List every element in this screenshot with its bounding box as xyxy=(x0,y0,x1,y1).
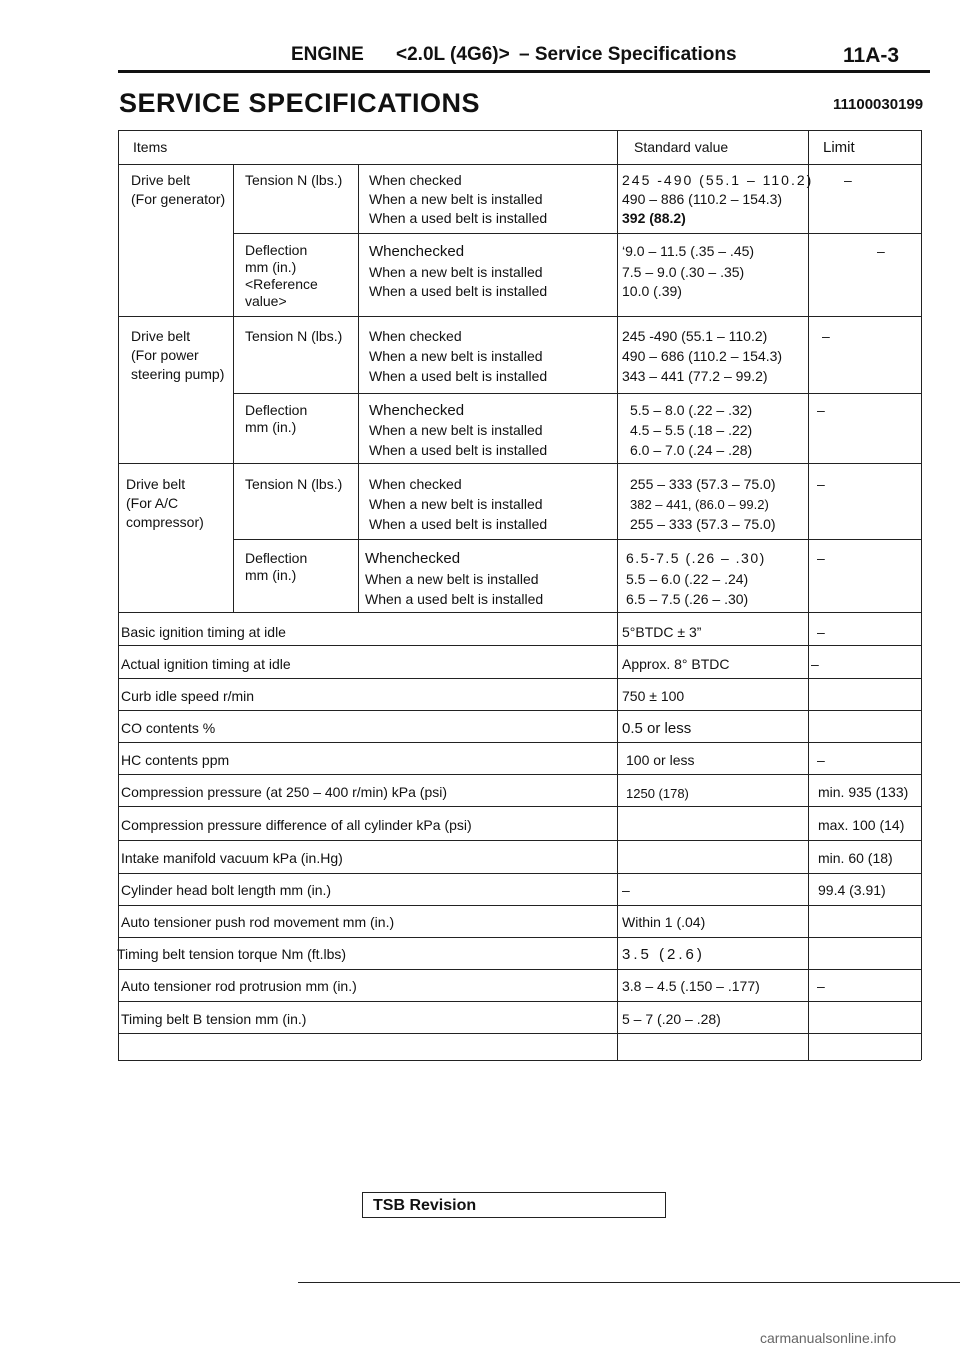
param-tension: Tension N (lbs.) xyxy=(245,476,343,492)
header-rule xyxy=(118,70,930,73)
condition: When a used belt is installed xyxy=(369,283,548,299)
spec-item: Intake manifold vacuum kPa (in.Hg) xyxy=(121,850,343,866)
param-tension: Tension N (lbs.) xyxy=(245,172,343,188)
standard-value: 343 – 441 (77.2 – 99.2) xyxy=(622,368,768,384)
spec-item: Auto tensioner push rod movement mm (in.… xyxy=(121,914,395,930)
spec-standard: 1250 (178) xyxy=(626,786,689,801)
spec-standard: 5°BTDC ± 3” xyxy=(622,624,702,640)
standard-value: 6.5 – 7.5 (.26 – .30) xyxy=(626,591,749,607)
spec-item: Compression pressure difference of all c… xyxy=(121,817,472,833)
standard-value: 490 – 686 (110.2 – 154.3) xyxy=(622,348,783,364)
belt-name-power-steering: Drive belt (For power steering pump) xyxy=(131,328,225,382)
standard-value: 6.0 – 7.0 (.24 – .28) xyxy=(630,442,753,458)
condition: When a new belt is installed xyxy=(369,191,543,207)
spec-limit: min. 60 (18) xyxy=(818,850,893,866)
col-header-standard: Standard value xyxy=(634,139,729,155)
standard-value: 10.0 (.39) xyxy=(622,283,682,299)
standard-value: 392 (88.2) xyxy=(622,210,686,226)
spec-limit: – xyxy=(817,978,825,994)
spec-item: CO contents % xyxy=(121,720,216,736)
spec-item: Compression pressure (at 250 – 400 r/min… xyxy=(121,784,448,800)
spec-limit: – xyxy=(817,752,825,768)
condition: When checked xyxy=(369,476,462,492)
condition: When a used belt is installed xyxy=(369,368,548,384)
header-model: <2.0L (4G6)> xyxy=(396,44,510,65)
col-header-limit: Limit xyxy=(823,139,855,156)
limit-value: – xyxy=(844,172,852,188)
spec-item: Curb idle speed r/min xyxy=(121,688,255,704)
spec-item: Basic ignition timing at idle xyxy=(121,624,286,640)
belt-name-generator: Drive belt (For generator) xyxy=(131,172,226,207)
limit-value: – xyxy=(817,476,825,492)
standard-value: 490 – 886 (110.2 – 154.3) xyxy=(622,191,783,207)
standard-value: 255 – 333 (57.3 – 75.0) xyxy=(630,516,776,532)
header-engine: ENGINE xyxy=(291,44,364,65)
limit-value: – xyxy=(817,550,825,566)
standard-value: 245 -490 (55.1 – 110.2) xyxy=(622,328,768,344)
condition: When a new belt is installed xyxy=(369,348,543,364)
standard-value: 5.5 – 8.0 (.22 – .32) xyxy=(630,402,753,418)
spec-standard: Approx. 8° BTDC xyxy=(622,656,730,672)
col-header-items: Items xyxy=(133,139,168,155)
limit-value: – xyxy=(817,402,825,418)
spec-standard: 5 – 7 (.20 – .28) xyxy=(622,1011,721,1027)
watermark: carmanualsonline.info xyxy=(760,1330,897,1346)
spec-standard: 3.5 (2.6) xyxy=(622,946,705,963)
condition: When a used belt is installed xyxy=(365,591,544,607)
condition: When a new belt is installed xyxy=(365,571,539,587)
standard-value: 382 – 441, (86.0 – 99.2) xyxy=(630,497,769,512)
condition: When a new belt is installed xyxy=(369,422,543,438)
spec-standard: 100 or less xyxy=(626,752,695,768)
document-code: 11100030199 xyxy=(833,96,924,113)
standard-value: 255 – 333 (57.3 – 75.0) xyxy=(630,476,776,492)
spec-limit: min. 935 (133) xyxy=(818,784,909,800)
spec-limit: – xyxy=(817,624,825,640)
belt-name-ac-compressor: Drive belt (For A/C compressor) xyxy=(126,476,204,530)
page-number: 11A-3 xyxy=(843,44,900,67)
spec-standard: – xyxy=(622,882,630,898)
param-tension: Tension N (lbs.) xyxy=(245,328,343,344)
condition: When a used belt is installed xyxy=(369,516,548,532)
spec-item: Cylinder head bolt length mm (in.) xyxy=(121,882,332,898)
spec-standard: 3.8 – 4.5 (.150 – .177) xyxy=(622,978,760,994)
standard-value: ‘9.0 – 11.5 (.35 – .45) xyxy=(622,243,755,259)
condition: Whenchecked xyxy=(369,402,465,419)
limit-value: – xyxy=(822,328,830,344)
standard-value: 245 -490 (55.1 – 110.2) xyxy=(622,172,814,188)
spec-standard: Within 1 (.04) xyxy=(622,914,706,930)
footer-rule xyxy=(298,1282,960,1283)
param-deflection: Deflection mm (in.) <Reference value> xyxy=(245,242,318,309)
limit-value: – xyxy=(877,243,885,259)
condition: Whenchecked xyxy=(365,550,461,567)
spec-item: Actual ignition timing at idle xyxy=(121,656,291,672)
standard-value: 7.5 – 9.0 (.30 – .35) xyxy=(622,264,745,280)
spec-item: Auto tensioner rod protrusion mm (in.) xyxy=(121,978,357,994)
param-deflection: Deflection mm (in.) xyxy=(245,550,308,583)
condition: When checked xyxy=(369,328,462,344)
spec-limit: max. 100 (14) xyxy=(818,817,905,833)
standard-value: 6.5-7.5 (.26 – .30) xyxy=(626,550,766,566)
standard-value: 4.5 – 5.5 (.18 – .22) xyxy=(630,422,753,438)
tsb-revision-box: TSB Revision xyxy=(362,1192,666,1218)
condition: When a new belt is installed xyxy=(369,496,543,512)
page-title: SERVICE SPECIFICATIONS xyxy=(119,88,481,118)
spec-item: Timing belt tension torque Nm (ft.lbs) xyxy=(117,946,347,962)
condition: When checked xyxy=(369,172,462,188)
condition: Whenchecked xyxy=(369,243,465,260)
condition: When a new belt is installed xyxy=(369,264,543,280)
spec-standard: 750 ± 100 xyxy=(622,688,685,704)
spec-item: Timing belt B tension mm (in.) xyxy=(121,1011,307,1027)
standard-value: 5.5 – 6.0 (.22 – .24) xyxy=(626,571,749,587)
spec-limit: – xyxy=(811,656,819,672)
header-section: – Service Specifications xyxy=(519,44,737,65)
spec-limit: 99.4 (3.91) xyxy=(818,882,886,898)
param-deflection: Deflection mm (in.) xyxy=(245,402,308,435)
spec-item: HC contents ppm xyxy=(121,752,230,768)
spec-standard: 0.5 or less xyxy=(622,720,692,737)
condition: When a used belt is installed xyxy=(369,442,548,458)
condition: When a used belt is installed xyxy=(369,210,548,226)
